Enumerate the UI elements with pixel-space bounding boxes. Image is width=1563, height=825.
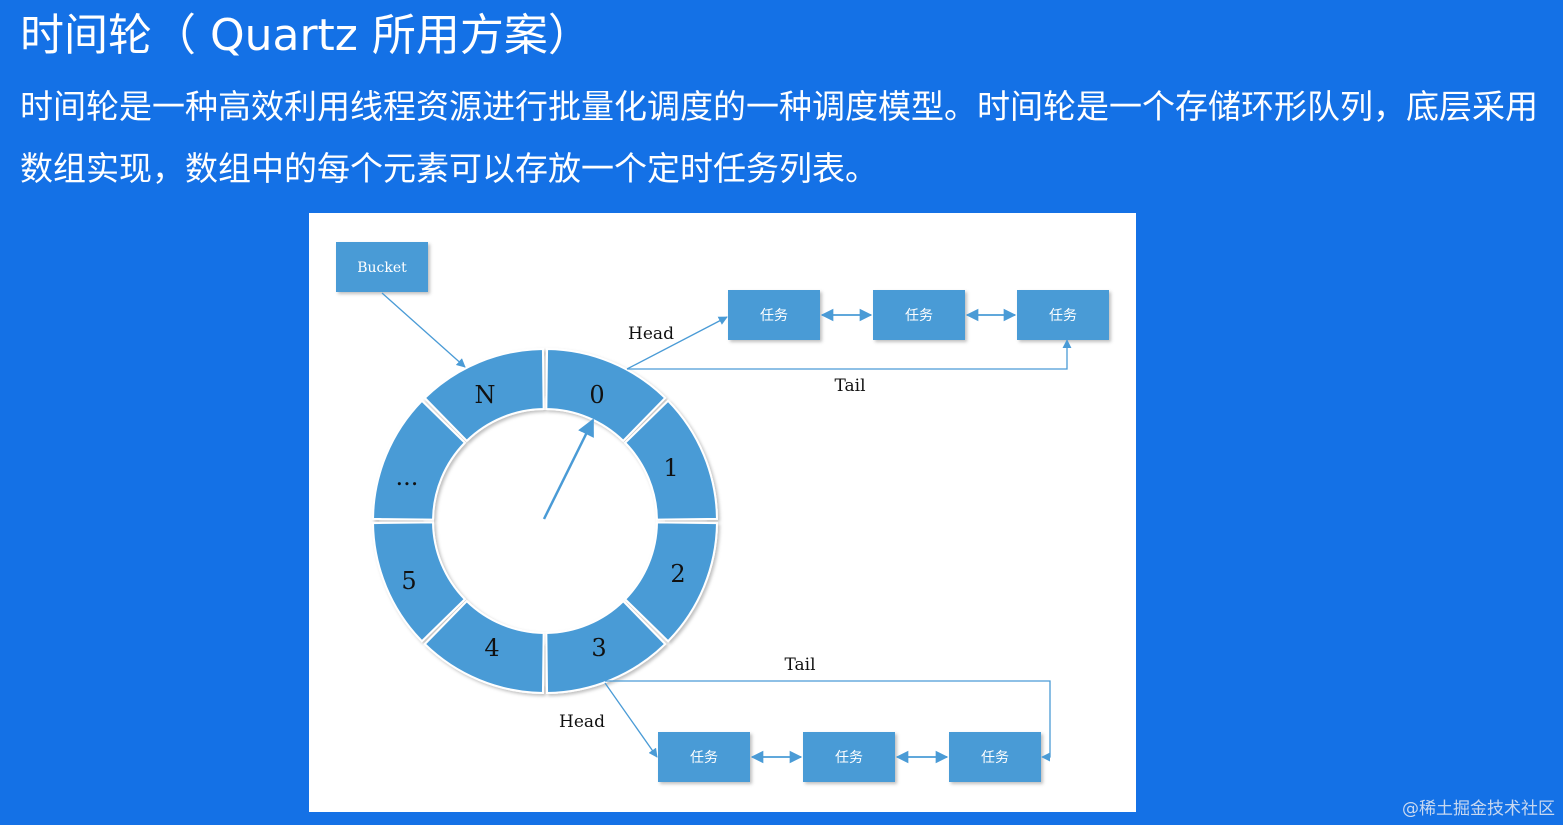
top-task-label-1: 任务 <box>760 308 788 324</box>
top-head-arrow <box>626 316 728 370</box>
bucket-box <box>336 242 428 292</box>
page-description: 时间轮是一种高效利用线程资源进行批量化调度的一种调度模型。时间轮是一个存储环形队… <box>20 87 1538 188</box>
slot-label-5: 5 <box>401 567 416 595</box>
bottom-tail-label: Tail <box>784 655 815 675</box>
bottom-task-box-2 <box>803 732 895 782</box>
slot-1 <box>623 399 719 521</box>
time-wheel-diagram: 0 1 2 3 4 5 ... N Bucket 任务 任务 任务 <box>309 213 1136 812</box>
slot-label-n: N <box>475 381 496 409</box>
top-task-box-1 <box>728 290 820 340</box>
page-title: 时间轮（ Quartz 所用方案） <box>20 10 592 61</box>
bottom-head-arrow <box>604 682 658 758</box>
top-task-list: 任务 任务 任务 Head Tail <box>626 290 1109 396</box>
slot-labels: 0 1 2 3 4 5 ... N <box>396 381 686 662</box>
bucket-arrow <box>381 292 466 368</box>
bucket-label: Bucket <box>357 260 407 276</box>
slot-label-ellipsis: ... <box>396 463 419 491</box>
top-task-box-2 <box>873 290 965 340</box>
bottom-tail-arrow <box>605 680 1051 762</box>
bottom-task-box-3 <box>949 732 1041 782</box>
top-task-label-3: 任务 <box>1049 308 1077 324</box>
top-tail-label: Tail <box>834 376 865 396</box>
slot-5 <box>372 521 467 643</box>
watermark: @稀土掘金技术社区 <box>1402 799 1555 819</box>
bottom-task-box-1 <box>658 732 750 782</box>
bottom-task-label-1: 任务 <box>690 750 718 766</box>
slot-0 <box>545 347 667 443</box>
wheel-pointer <box>542 418 595 520</box>
slot-label-2: 2 <box>670 560 685 588</box>
top-task-label-2: 任务 <box>905 308 933 324</box>
bottom-task-label-2: 任务 <box>835 750 863 766</box>
top-task-box-3 <box>1017 290 1109 340</box>
time-wheel-svg: 0 1 2 3 4 5 ... N Bucket 任务 任务 任务 <box>336 242 1109 782</box>
bottom-task-label-3: 任务 <box>981 750 1009 766</box>
slot-label-1: 1 <box>663 454 678 482</box>
bottom-task-list: 任务 任务 任务 Head Tail <box>559 655 1051 782</box>
slot-label-0: 0 <box>589 381 604 409</box>
top-tail-arrow <box>627 339 1072 370</box>
slot-4 <box>423 599 545 695</box>
slot-2 <box>623 521 719 643</box>
slot-3 <box>545 599 667 695</box>
wheel-ring <box>372 347 719 695</box>
slot-label-4: 4 <box>484 634 499 662</box>
slot-label-3: 3 <box>591 634 606 662</box>
top-head-label: Head <box>628 324 674 344</box>
bottom-head-label: Head <box>559 712 605 732</box>
slot-n <box>423 347 545 443</box>
slot-ellipsis <box>372 399 467 521</box>
